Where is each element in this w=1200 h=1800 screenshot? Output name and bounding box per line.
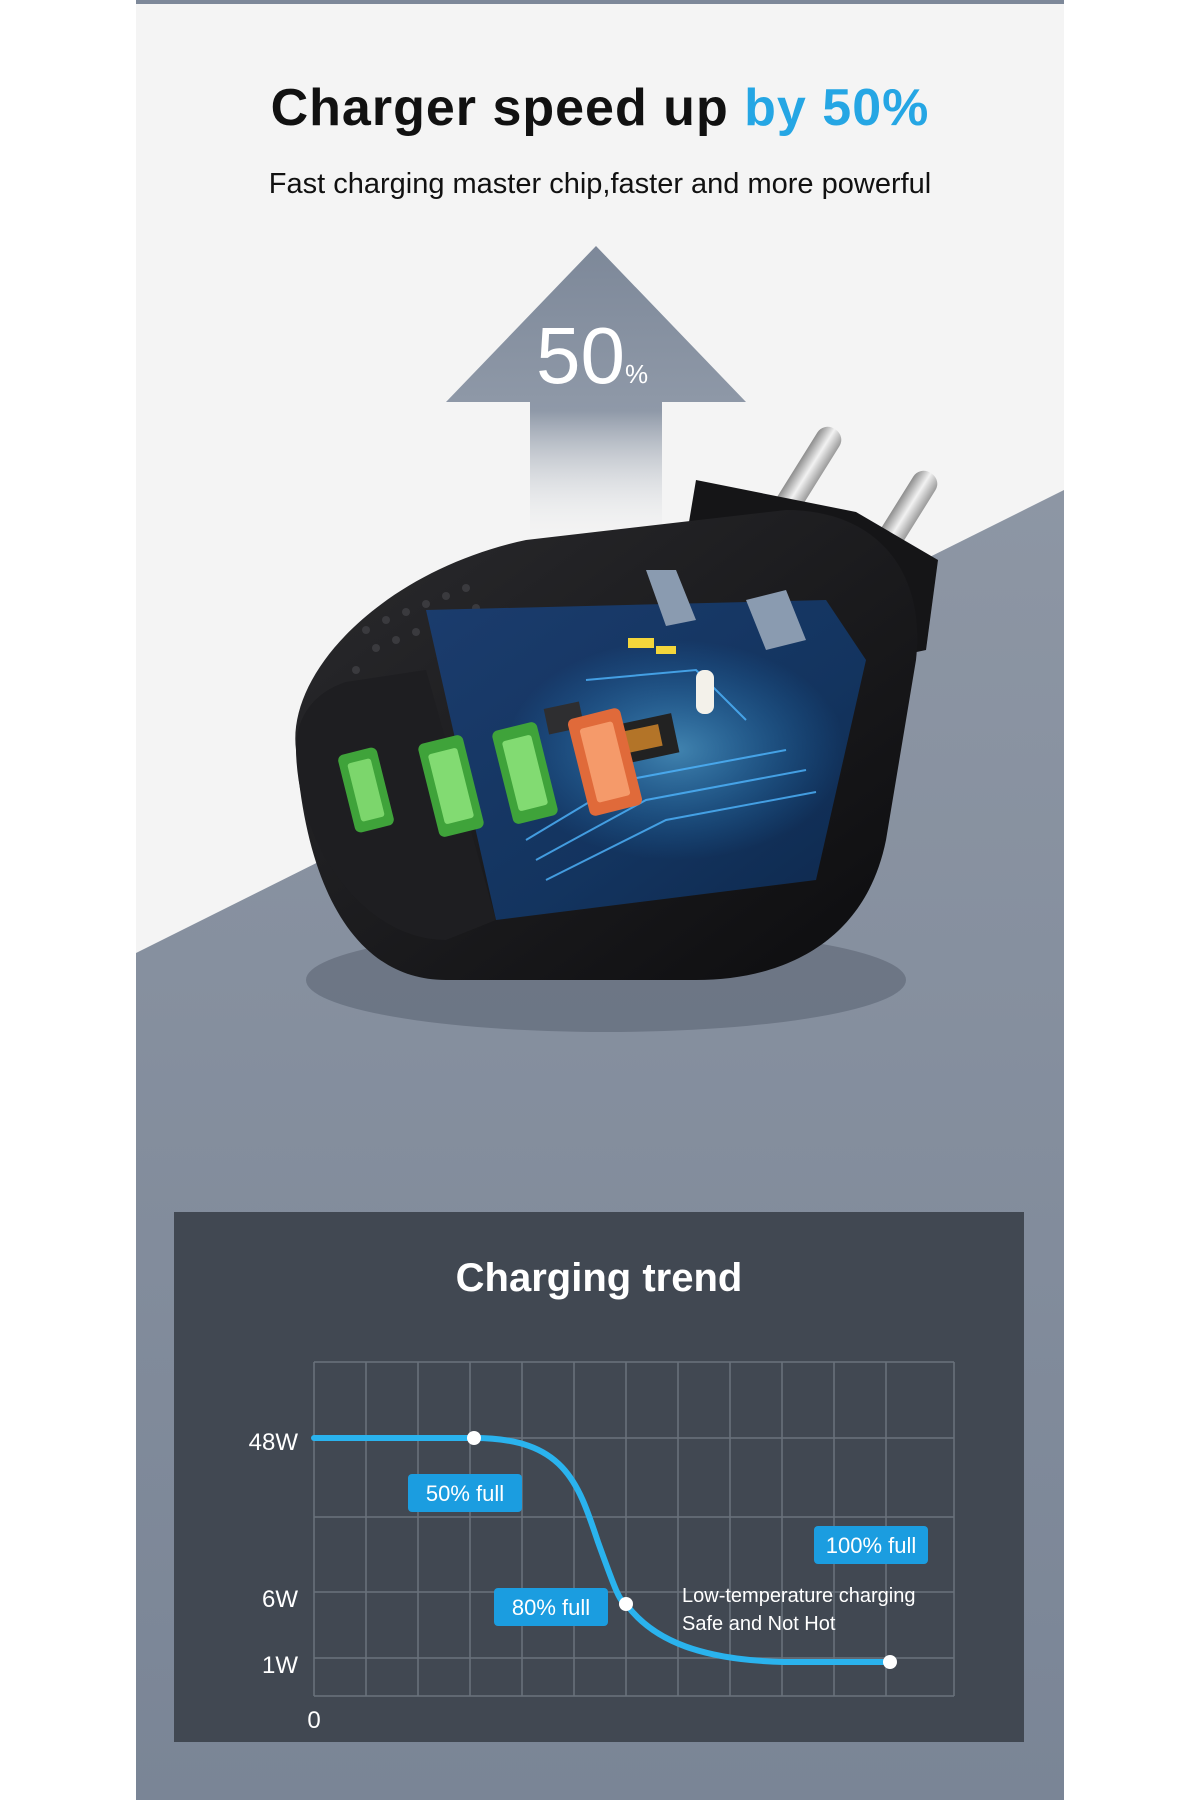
y-tick-1w: 1W	[262, 1652, 298, 1679]
subheadline: Fast charging master chip,faster and mor…	[268, 168, 932, 200]
label-50-full-text: 50% full	[426, 1481, 504, 1506]
charging-trend-chart: 48W 6W 1W 0 50% full 80% full 100% full …	[249, 1361, 955, 1734]
usb-charger-image	[295, 426, 938, 1032]
annotation-line-1: Low-temperature charging	[682, 1585, 915, 1607]
point-100-full	[883, 1655, 897, 1669]
arrow-unit: %	[624, 359, 649, 389]
usb-ports	[338, 708, 643, 837]
charging-trend-card: Charging trend	[174, 1212, 1024, 1742]
arrow-percentage: 50%	[536, 310, 648, 402]
chart-grid	[313, 1361, 955, 1697]
label-80-full: 80% full	[494, 1588, 608, 1626]
product-panel: Charger speed up by 50% Fast charging ma…	[136, 0, 1064, 1800]
speed-up-arrow-icon	[446, 246, 746, 546]
headline-accent: by 50%	[744, 79, 930, 137]
point-80-full	[619, 1597, 633, 1611]
label-100-full: 100% full	[814, 1526, 928, 1564]
charging-curve	[311, 1435, 893, 1665]
headline-text: Charger speed up	[270, 79, 745, 137]
headline: Charger speed up by 50%	[136, 78, 1064, 138]
label-80-full-text: 80% full	[512, 1595, 590, 1620]
x-tick-0: 0	[307, 1707, 320, 1734]
top-rule	[136, 0, 1064, 4]
annotation-line-2: Safe and Not Hot	[682, 1613, 836, 1635]
label-50-full: 50% full	[408, 1474, 522, 1512]
y-tick-6w: 6W	[262, 1586, 298, 1613]
label-100-full-text: 100% full	[826, 1533, 917, 1558]
arrow-value: 50	[536, 311, 625, 400]
point-50-full	[467, 1431, 481, 1445]
chart-title: Charging trend	[455, 1256, 743, 1300]
y-tick-48w: 48W	[249, 1429, 299, 1456]
